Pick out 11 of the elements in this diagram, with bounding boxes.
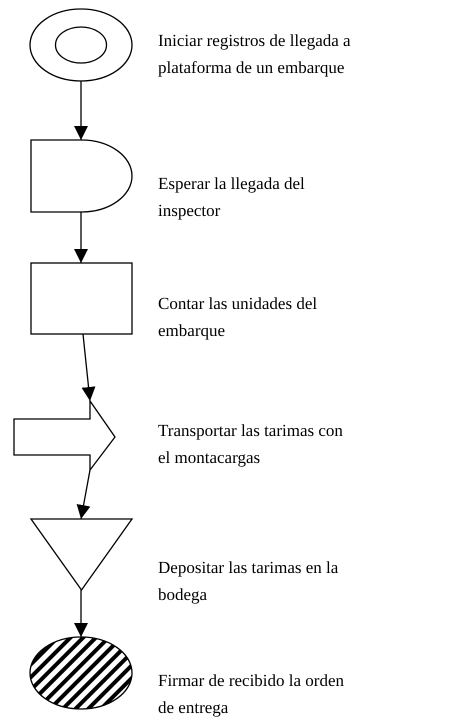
step-description: Transportar las tarimas con el montacargas (158, 420, 344, 469)
arrow (76, 470, 91, 520)
arrow (74, 590, 88, 637)
step-description: Contar las unidades del embarque (158, 293, 318, 342)
step-description: Depositar las tarimas en la bodega (158, 557, 340, 606)
step-description: Firmar de recibido la orden de entrega (158, 670, 345, 719)
arrow (82, 334, 96, 402)
step-description: Iniciar registros de llegada a plataforma de un embarque (158, 30, 352, 79)
step-description: Esperar la llegada del inspector (158, 173, 306, 222)
arrow (74, 212, 88, 263)
arrow (74, 81, 88, 140)
